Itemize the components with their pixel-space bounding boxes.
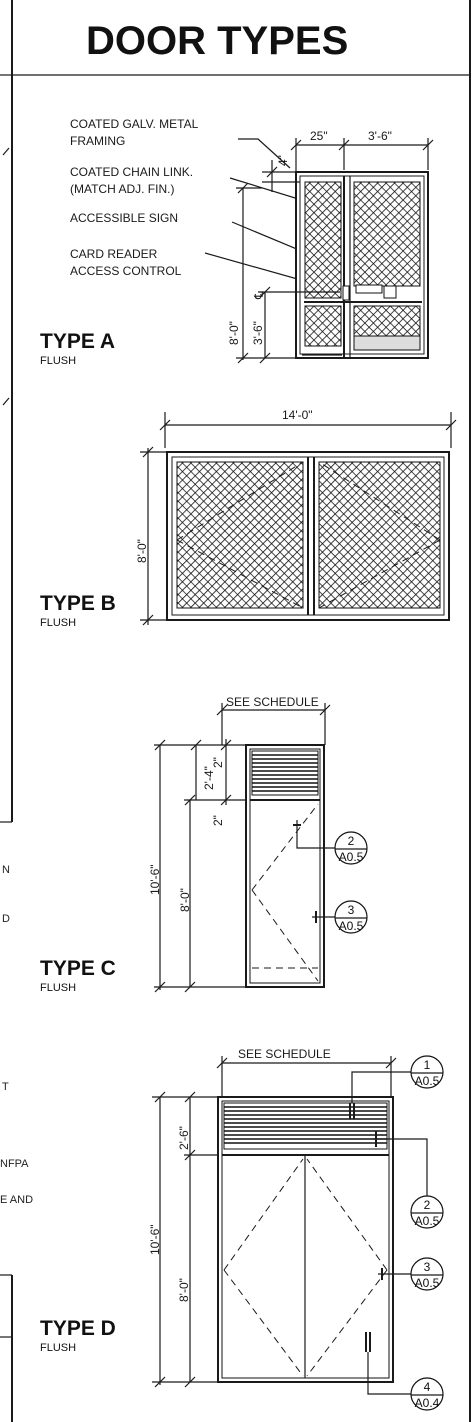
callout-sheet: A0.4 [415,1396,440,1410]
dim-a-height: 8'-0" [227,321,241,345]
left-fragment: N [2,864,10,876]
type-d-callout-detail-4: 4 A0.4 [410,1377,444,1411]
dim-a-width-1: 25" [310,129,328,143]
type-c-see-schedule: SEE SCHEDULE [226,695,319,709]
type-c-callout-detail-3: 3 A0.5 [334,900,368,934]
callout-number: 3 [348,903,355,917]
page-title: DOOR TYPES [86,19,348,63]
dim-d-total: 10'-6" [148,1224,162,1255]
callout-sheet: A0.5 [339,850,364,864]
type-c-callout-detail-2: 2 A0.5 [334,831,368,865]
type-c-detail: SEE SCHEDULE 10'-6" 8'-0" 2'-4" [40,695,368,994]
type-a-subtitle: FLUSH [40,355,76,367]
callout-number: 2 [348,834,355,848]
type-d-see-schedule: SEE SCHEDULE [238,1047,331,1061]
dim-b-width: 14'-0" [282,408,313,422]
callout-sheet: A0.5 [415,1214,440,1228]
dim-c-gap-top: 2" [211,757,225,768]
left-fragment: E AND [0,1194,33,1206]
dim-c-door: 8'-0" [178,888,192,912]
left-note-fragments: N D T NFPA E AND [0,864,33,1206]
callout-number: 3 [424,1260,431,1274]
type-c-title: TYPE C [40,957,116,980]
label-chain-link: (MATCH ADJ. FIN.) [70,182,174,196]
type-d-callout-detail-1: 1 A0.5 [410,1055,444,1089]
label-card-reader: CARD READER [70,247,158,261]
type-b-subtitle: FLUSH [40,617,76,629]
dim-c-transom: 2'-4" [202,766,216,790]
dim-a-width-2: 3'-6" [368,129,392,143]
dim-a-hardware-height: 3'-6" [251,321,265,345]
type-d-louver [223,1102,388,1150]
type-d-title: TYPE D [40,1317,116,1340]
dim-c-gap-bottom: 2" [211,815,225,826]
label-accessible-sign: ACCESSIBLE SIGN [70,211,178,225]
label-framing: COATED GALV. METAL [70,117,199,131]
label-card-reader: ACCESS CONTROL [70,264,182,278]
type-a-title: TYPE A [40,330,115,353]
centerline-symbol: ℄ [252,291,266,300]
type-d-detail: SEE SCHEDULE 10'-6" 2'-6" 8'-0" [40,1047,444,1411]
dim-d-transom: 2'-6" [177,1126,191,1150]
label-framing: FRAMING [70,134,125,148]
type-c-subtitle: FLUSH [40,982,76,994]
callout-number: 1 [424,1058,431,1072]
callout-sheet: A0.5 [415,1276,440,1290]
left-fragment: NFPA [0,1158,29,1170]
type-a-detail: COATED GALV. METAL FRAMING COATED CHAIN … [40,117,434,367]
type-b-detail: 14'-0" 8'-0" TYPE B FLUSH [40,408,457,629]
type-c-louver [251,750,319,796]
dim-c-total: 10'-6" [148,864,162,895]
type-b-title: TYPE B [40,592,116,615]
label-chain-link: COATED CHAIN LINK. [70,165,193,179]
left-fragment: D [2,913,10,925]
callout-sheet: A0.5 [415,1074,440,1088]
type-d-subtitle: FLUSH [40,1342,76,1354]
dim-a-top: 4" [276,155,290,166]
type-d-callout-detail-3: 3 A0.5 [410,1257,444,1291]
callout-sheet: A0.5 [339,919,364,933]
dim-b-height: 8'-0" [135,539,149,563]
type-d-callout-detail-2: 2 A0.5 [410,1195,444,1229]
dim-d-door: 8'-0" [177,1278,191,1302]
callout-number: 4 [424,1380,431,1394]
callout-number: 2 [424,1198,431,1212]
left-fragment: T [2,1081,9,1093]
